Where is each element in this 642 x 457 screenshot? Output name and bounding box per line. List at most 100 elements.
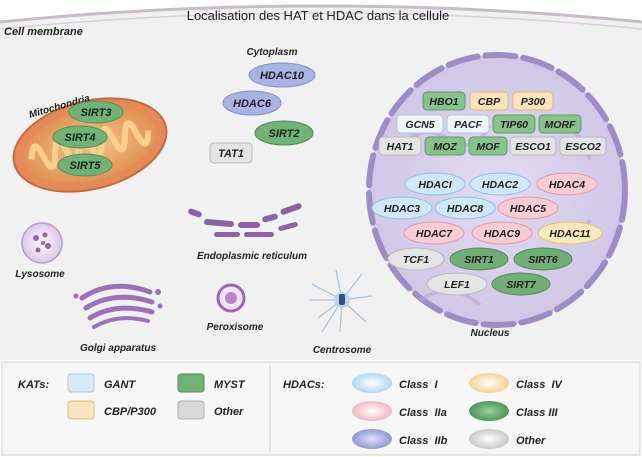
protein-hdac11: HDAC11: [537, 221, 603, 245]
svg-text:SIRT5: SIRT5: [70, 160, 102, 172]
protein-sirt3: SIRT3: [68, 100, 124, 124]
svg-text:SIRT7: SIRT7: [506, 279, 537, 291]
golgi-apparatus: [73, 283, 163, 329]
protein-esco2: ESCO2: [559, 136, 607, 156]
svg-text:MORF: MORF: [545, 119, 576, 131]
protein-hdac6: HDAC6: [222, 90, 282, 116]
svg-text:HDAC10: HDAC10: [260, 70, 305, 82]
protein-hdac10: HDAC10: [248, 62, 316, 88]
svg-text:HDAC2: HDAC2: [482, 179, 518, 191]
legend-hdac-other: Other: [469, 429, 546, 449]
er-label: Endoplasmic reticulum: [197, 251, 307, 262]
svg-text:HDAC5: HDAC5: [510, 203, 546, 215]
svg-text:ESCO2: ESCO2: [565, 141, 601, 153]
svg-text:MOF: MOF: [476, 141, 500, 153]
protein-tcf1: TCF1: [387, 247, 445, 271]
centrosome: [309, 269, 373, 333]
protein-hdac9: HDAC9: [471, 221, 533, 245]
svg-text:Class IIa: Class IIa: [399, 407, 447, 419]
legend-hdac-class2b: Class IIb: [352, 429, 448, 449]
protein-gcn5: GCN5: [396, 114, 444, 134]
protein-sirt4: SIRT4: [52, 125, 108, 149]
svg-text:Class III: Class III: [516, 407, 559, 419]
svg-text:ESCO1: ESCO1: [515, 141, 551, 153]
legend-hdac-class3: Class III: [469, 401, 559, 421]
svg-text:SIRT1: SIRT1: [464, 254, 494, 266]
legend-hdac-class2a: Class IIa: [352, 401, 447, 421]
peroxisome-label: Peroxisome: [207, 322, 264, 333]
legend-kat-other: Other: [177, 400, 244, 420]
protein-hdac2: HDAC2: [469, 172, 531, 196]
svg-text:HBO1: HBO1: [429, 96, 458, 108]
svg-text:Other: Other: [516, 435, 546, 447]
protein-sirt6: SIRT6: [513, 247, 573, 271]
endoplasmic-reticulum: [188, 203, 302, 237]
centrosome-label: Centrosome: [313, 345, 372, 356]
protein-hdaci: HDACI: [404, 172, 466, 196]
svg-text:SIRT6: SIRT6: [528, 254, 558, 266]
svg-text:HAT1: HAT1: [387, 141, 414, 153]
svg-text:CBP/P300: CBP/P300: [104, 406, 157, 418]
svg-text:Class IV: Class IV: [516, 379, 564, 391]
legend: KATs: GANT MYST CBP/P300 Other HDACs: Cl…: [1, 361, 641, 456]
svg-text:GANT: GANT: [104, 379, 136, 391]
svg-text:MYST: MYST: [214, 379, 246, 391]
protein-sirt2: SIRT2: [254, 120, 314, 146]
cell-membrane-label: Cell membrane: [4, 26, 83, 38]
lysosome-label: Lysosome: [15, 269, 65, 280]
svg-text:CBP: CBP: [478, 96, 501, 108]
legend-kat-myst: MYST: [177, 373, 246, 393]
protein-p300: P300: [512, 91, 554, 111]
svg-text:Class I: Class I: [399, 379, 438, 391]
svg-text:MOZ: MOZ: [433, 141, 457, 153]
page-title: Localisation des HAT et HDAC dans la cel…: [187, 8, 450, 23]
svg-text:P300: P300: [521, 96, 546, 108]
svg-text:HDAC6: HDAC6: [233, 98, 272, 110]
svg-text:TCF1: TCF1: [403, 254, 429, 266]
protein-cbp: CBP: [469, 91, 509, 111]
protein-esco1: ESCO1: [509, 136, 557, 156]
svg-text:TAT1: TAT1: [218, 148, 244, 160]
peroxisome: [216, 283, 246, 313]
protein-moz: MOZ: [424, 136, 466, 156]
protein-sirt1: SIRT1: [449, 247, 509, 271]
protein-tat1: TAT1: [209, 142, 253, 164]
svg-text:HDAC3: HDAC3: [384, 203, 420, 215]
svg-text:SIRT3: SIRT3: [81, 107, 112, 119]
svg-text:HDAC8: HDAC8: [447, 203, 483, 215]
golgi-label: Golgi apparatus: [80, 343, 157, 354]
svg-text:HDAC7: HDAC7: [416, 228, 453, 240]
legend-hdac-class1: Class I: [352, 373, 438, 393]
protein-hdac3: HDAC3: [371, 196, 433, 220]
svg-text:Class IIb: Class IIb: [399, 435, 448, 447]
svg-text:SIRT2: SIRT2: [269, 128, 300, 140]
svg-text:Other: Other: [214, 406, 244, 418]
legend-kat-gant: GANT: [67, 373, 136, 393]
cytoplasm-label: Cytoplasm: [246, 47, 297, 58]
svg-text:HDAC4: HDAC4: [549, 179, 585, 191]
protein-hdac7: HDAC7: [403, 221, 465, 245]
svg-text:HDAC11: HDAC11: [549, 228, 590, 240]
protein-hbo1: HBO1: [422, 91, 466, 111]
legend-kat-cbp-p300: CBP/P300: [67, 400, 157, 420]
svg-text:PACF: PACF: [454, 119, 482, 131]
cell-membrane-line: [0, 4, 642, 24]
svg-text:HDAC9: HDAC9: [484, 228, 520, 240]
svg-text:HDACI: HDACI: [418, 179, 452, 191]
protein-hdac5: HDAC5: [497, 196, 559, 220]
protein-sirt5: SIRT5: [57, 153, 113, 177]
svg-text:SIRT4: SIRT4: [65, 132, 96, 144]
legend-kats-title: KATs:: [18, 379, 50, 391]
svg-text:GCN5: GCN5: [405, 119, 434, 131]
svg-text:LEF1: LEF1: [444, 279, 470, 291]
protein-hdac8: HDAC8: [434, 196, 496, 220]
legend-hdac-class4: Class IV: [469, 373, 564, 393]
protein-mof: MOF: [468, 136, 508, 156]
lysosome: [21, 222, 63, 264]
nucleus-label: Nucleus: [471, 328, 510, 339]
protein-hat1: HAT1: [378, 136, 422, 156]
protein-pacf: PACF: [446, 114, 490, 134]
protein-hdac4: HDAC4: [536, 172, 598, 196]
